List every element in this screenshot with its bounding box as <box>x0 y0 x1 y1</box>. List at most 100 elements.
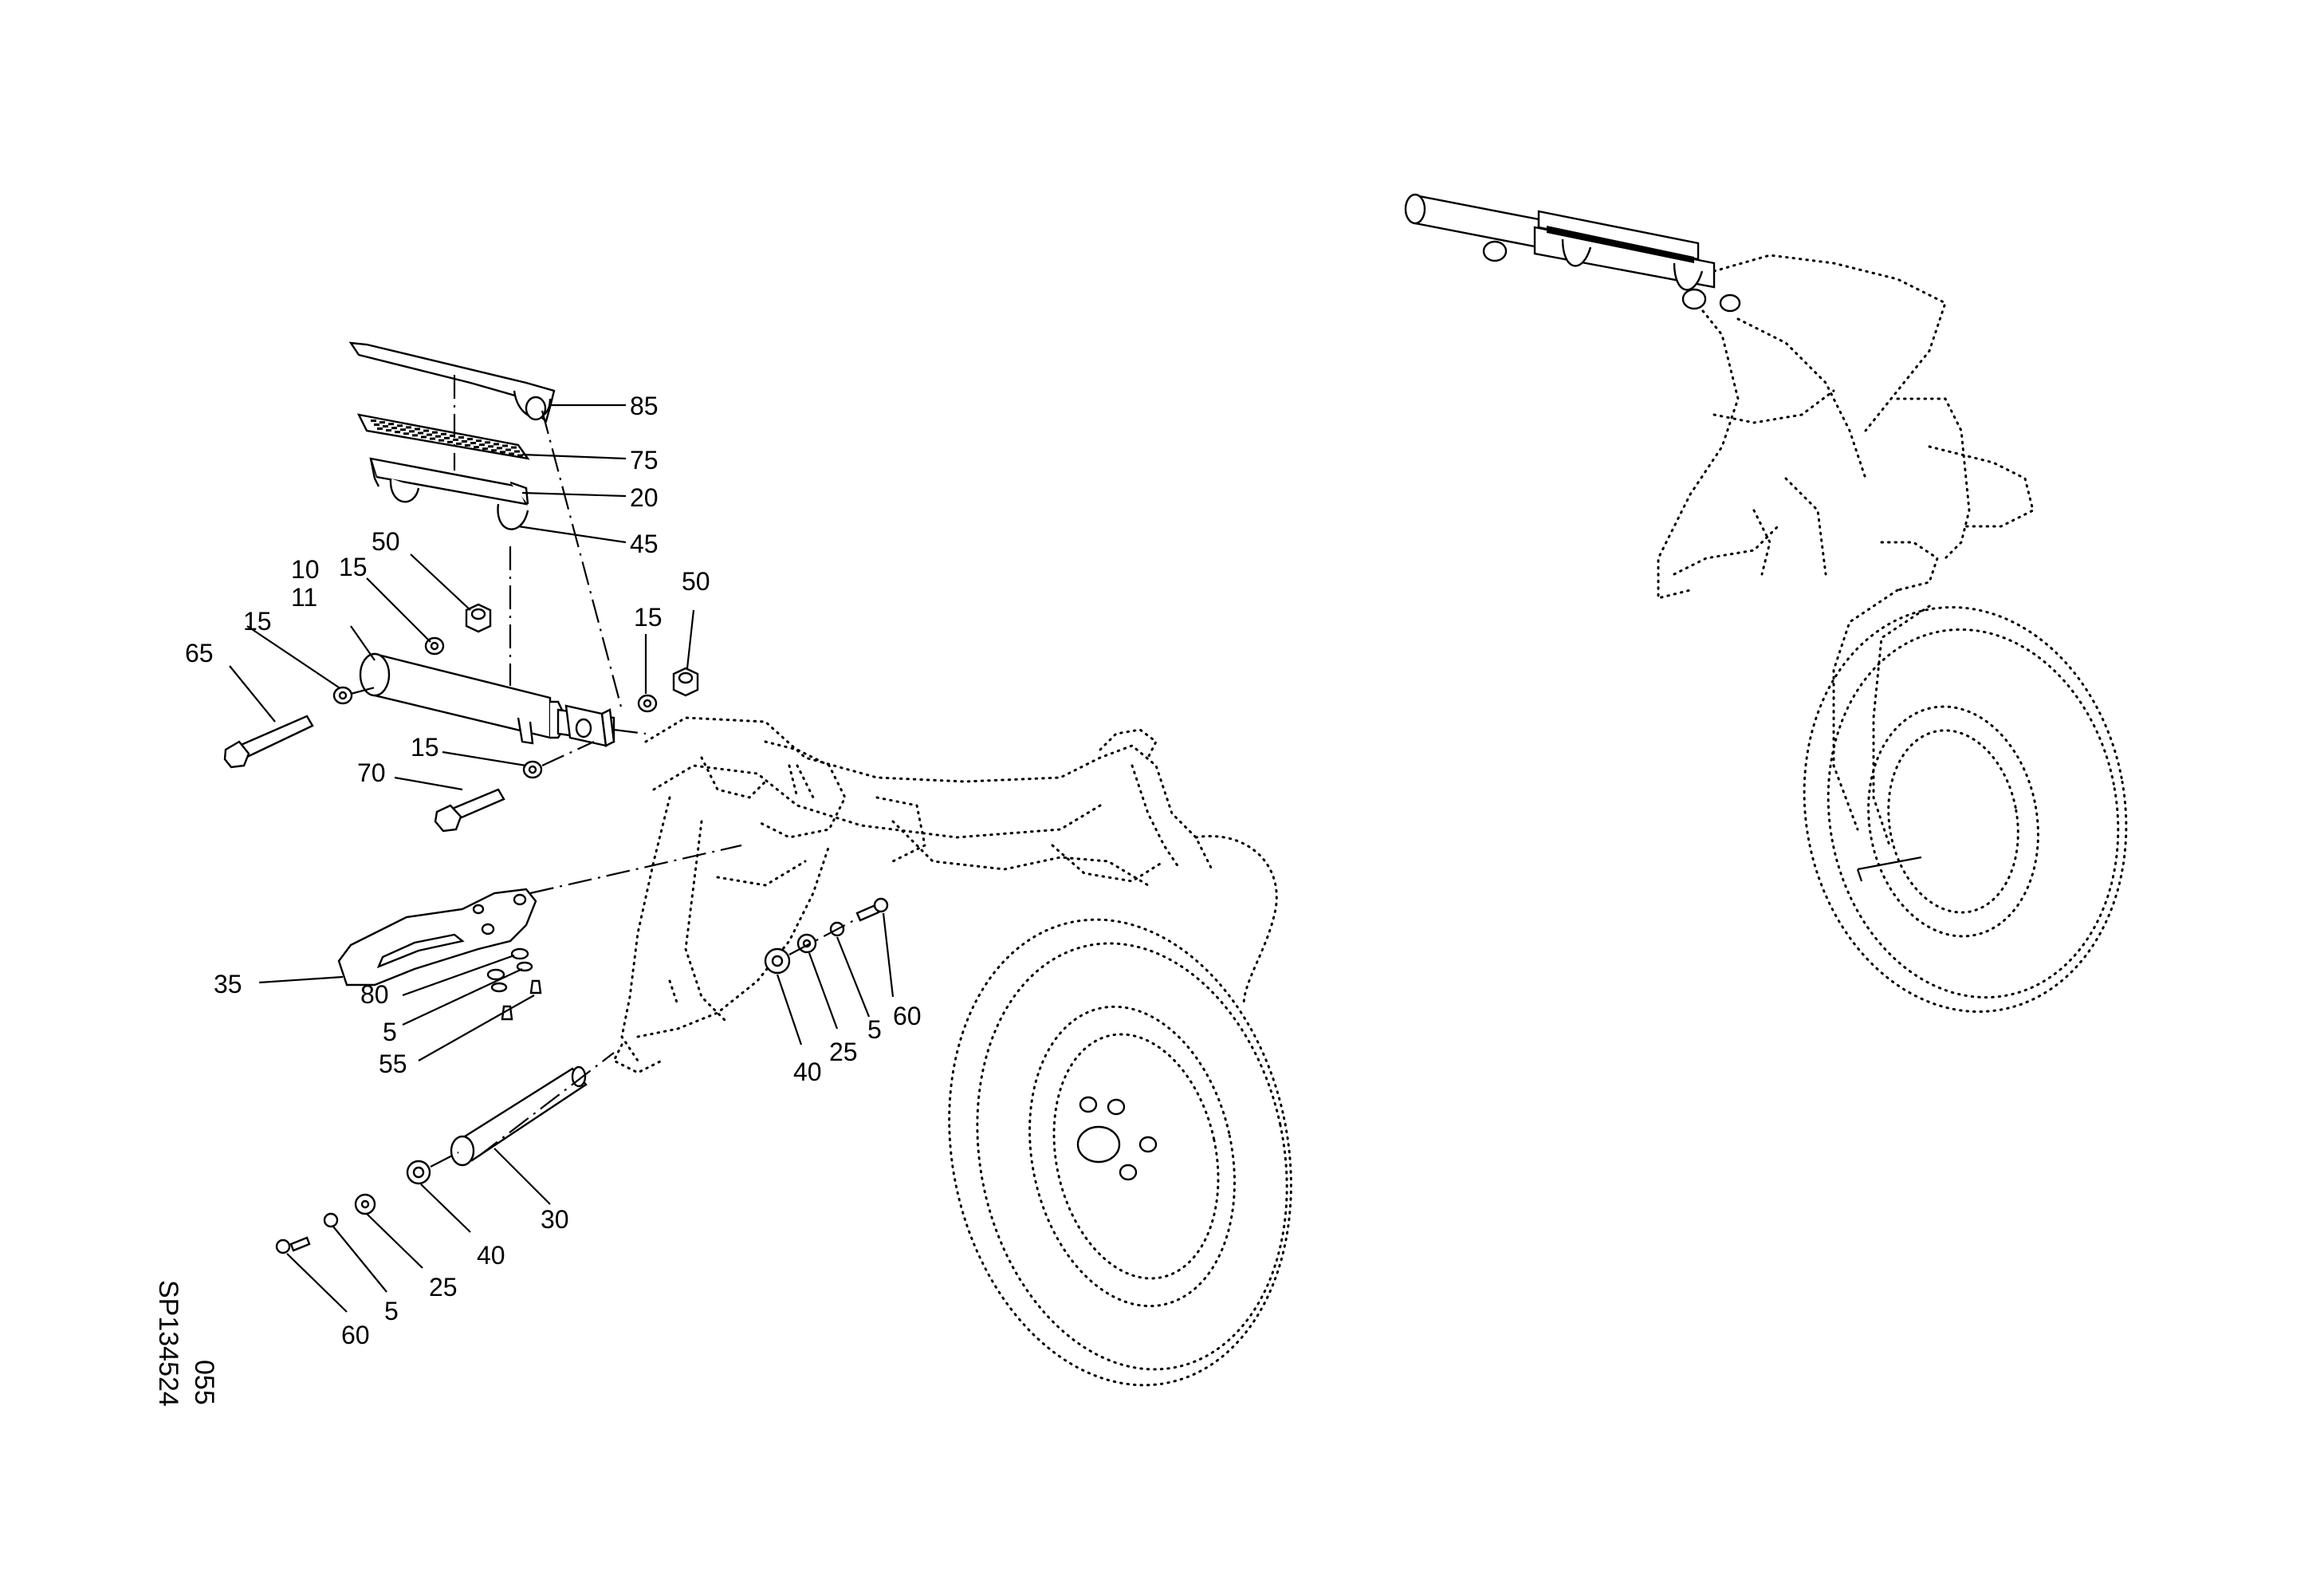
callout-75: 75 <box>630 446 659 475</box>
callout-35: 35 <box>214 970 242 998</box>
grid-slot <box>482 447 488 451</box>
grid-slot <box>395 431 400 434</box>
part-70-bolt <box>434 788 505 833</box>
callout-25-lower: 25 <box>429 1273 458 1302</box>
assembly-center-lines <box>350 375 858 1168</box>
grid-slot <box>505 448 511 451</box>
grid-slot <box>423 429 429 432</box>
grid-slot <box>450 434 455 437</box>
callout-15-bolt65: 15 <box>243 607 272 636</box>
part-85-step-bracket <box>348 341 556 423</box>
grid-slot <box>391 427 397 430</box>
grid-slot <box>462 440 467 443</box>
callout-85: 85 <box>630 392 659 420</box>
part-30-pin <box>450 1065 588 1167</box>
grid-slot <box>371 419 376 422</box>
grid-slot <box>435 435 441 438</box>
grid-slot <box>388 423 394 426</box>
grid-slot <box>438 439 444 442</box>
grid-slot <box>467 438 473 441</box>
drawing-reference: SP134524 055 <box>153 1280 219 1407</box>
secondary-view-wheel-outline <box>1803 605 2128 1014</box>
grid-slot <box>456 442 462 445</box>
vehicle-wheel-outline <box>948 918 1292 1387</box>
grid-slot <box>432 431 438 434</box>
grid-slot <box>400 428 406 431</box>
grid-slot <box>418 431 423 435</box>
grid-slot <box>397 424 403 427</box>
part-5-lockwasher-lower <box>323 1212 339 1228</box>
grid-slot <box>491 449 497 452</box>
grid-slot <box>377 427 383 430</box>
part-60-bolt-lower <box>275 1236 311 1254</box>
grid-slot <box>383 425 388 428</box>
part-60-bolt-upper <box>855 897 889 922</box>
grid-slot <box>479 443 485 447</box>
part-75-grid-plate <box>356 413 530 460</box>
callout-60-upper: 60 <box>893 1002 922 1030</box>
callout-40-lower: 40 <box>477 1241 505 1270</box>
callout-60-lower: 60 <box>341 1321 370 1349</box>
grid-slot <box>494 443 499 446</box>
part-25-washer-lower <box>354 1193 376 1215</box>
grid-slot <box>465 444 470 447</box>
grid-slot <box>458 436 464 439</box>
callout-5-plate: 5 <box>383 1018 397 1046</box>
grid-slot <box>430 437 435 440</box>
callout-15-bolt70: 15 <box>411 733 439 762</box>
callout-11: 11 <box>291 583 317 612</box>
callout-15-upper-left: 15 <box>339 553 368 581</box>
part-55-bolt <box>501 979 542 1021</box>
part-80-washer <box>486 947 529 981</box>
grid-slot <box>488 445 494 448</box>
callout-50-upper-left: 50 <box>372 527 400 556</box>
part-40-bushing-upper <box>764 947 791 975</box>
grid-slot <box>497 447 502 450</box>
grid-slot <box>447 440 453 443</box>
grid-slot <box>485 441 490 444</box>
grid-slot <box>517 454 523 457</box>
grid-slot <box>403 432 409 435</box>
part-10-11-cylinder <box>359 652 615 747</box>
grid-slot <box>386 429 391 432</box>
secondary-view-grid-plate <box>1547 226 1694 263</box>
grid-slot <box>374 423 379 426</box>
callout-15-right: 15 <box>634 603 663 632</box>
callout-65: 65 <box>185 639 214 668</box>
grid-slot <box>470 442 476 445</box>
drawing-number: SP134524 <box>153 1280 183 1407</box>
grid-slot <box>412 434 418 437</box>
grid-slot <box>415 427 420 431</box>
grid-slot <box>511 446 517 449</box>
callout-25-upper: 25 <box>829 1038 858 1066</box>
part-50-nut-right <box>672 667 699 697</box>
callout-5-lower: 5 <box>384 1297 399 1325</box>
part-15-washer-bolt65 <box>332 686 353 705</box>
grid-slot <box>444 436 450 439</box>
callout-20: 20 <box>630 483 659 512</box>
grid-slot <box>421 435 427 439</box>
callout-10: 10 <box>291 555 320 584</box>
grid-slot <box>474 446 479 449</box>
secondary-view-frame-outline <box>1657 254 2035 847</box>
callout-45: 45 <box>630 530 659 558</box>
grid-slot <box>406 426 411 429</box>
grid-slot <box>476 439 482 443</box>
part-20-channel <box>369 457 529 506</box>
part-35-step-plate <box>337 888 537 987</box>
part-65-bolt <box>223 715 314 769</box>
grid-slot <box>453 438 458 441</box>
leader-lines <box>229 404 895 1313</box>
callout-30: 30 <box>541 1205 569 1234</box>
grid-slot <box>441 432 446 435</box>
part-15-washer-right <box>637 694 658 713</box>
grid-slot <box>379 421 385 424</box>
part-15-washer-left <box>424 636 445 656</box>
secondary-view-cylinder <box>1404 193 1741 313</box>
grid-slot <box>514 450 520 453</box>
part-5-lockwasher-plate <box>490 961 533 993</box>
grid-slot <box>427 433 432 436</box>
callout-80: 80 <box>360 980 389 1009</box>
vehicle-frame-outline <box>611 716 1278 1074</box>
